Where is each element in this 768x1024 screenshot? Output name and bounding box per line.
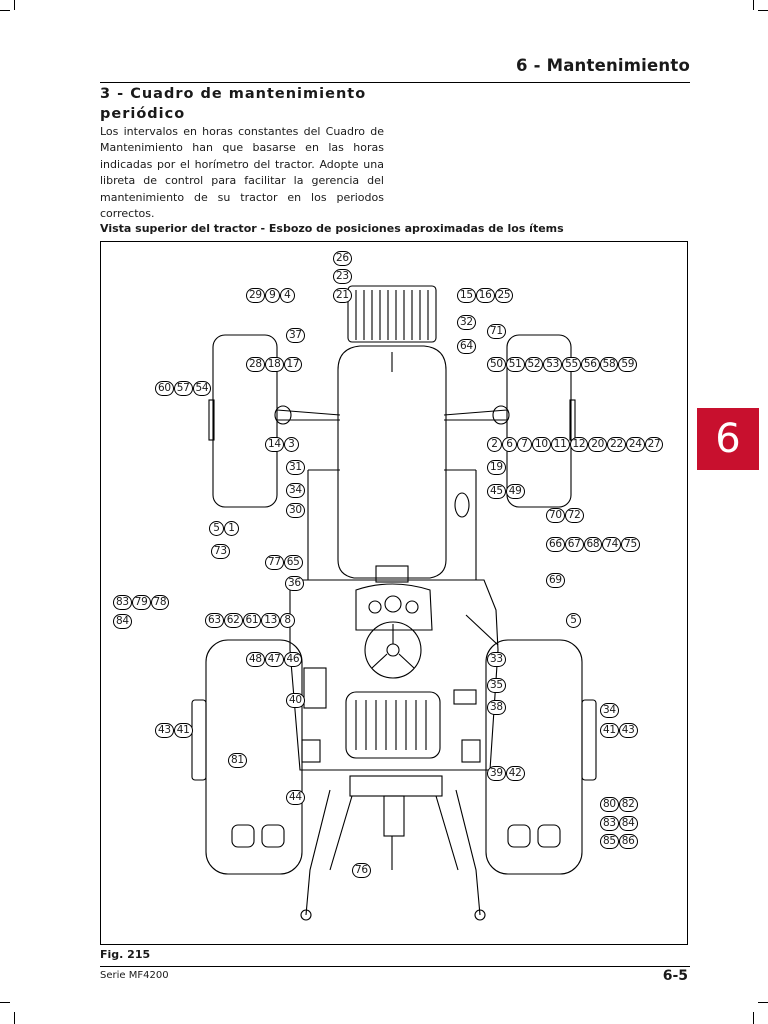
page-header: 6 - Mantenimiento bbox=[100, 56, 690, 83]
figure-label: Fig. 215 bbox=[100, 948, 151, 961]
chapter-tab: 6 bbox=[697, 408, 759, 470]
crop-mark bbox=[0, 1002, 10, 1003]
crop-mark bbox=[14, 1012, 15, 1024]
crop-mark bbox=[758, 10, 768, 11]
figure-frame bbox=[100, 241, 688, 945]
crop-mark bbox=[753, 1012, 754, 1024]
section-title: 3 - Cuadro de mantenimiento periódico bbox=[100, 86, 367, 122]
header-title: 6 - Mantenimiento bbox=[515, 56, 690, 75]
crop-mark bbox=[758, 1002, 768, 1003]
page-number: 6-5 bbox=[662, 968, 688, 984]
crop-mark bbox=[0, 10, 10, 11]
footer-series: Serie MF4200 bbox=[100, 970, 169, 981]
footer-rule bbox=[100, 966, 690, 967]
section-body: Los intervalos en horas constantes del C… bbox=[100, 125, 384, 221]
crop-mark bbox=[14, 0, 15, 10]
crop-mark bbox=[753, 0, 754, 10]
figure-caption: Vista superior del tractor - Esbozo de p… bbox=[100, 222, 564, 235]
